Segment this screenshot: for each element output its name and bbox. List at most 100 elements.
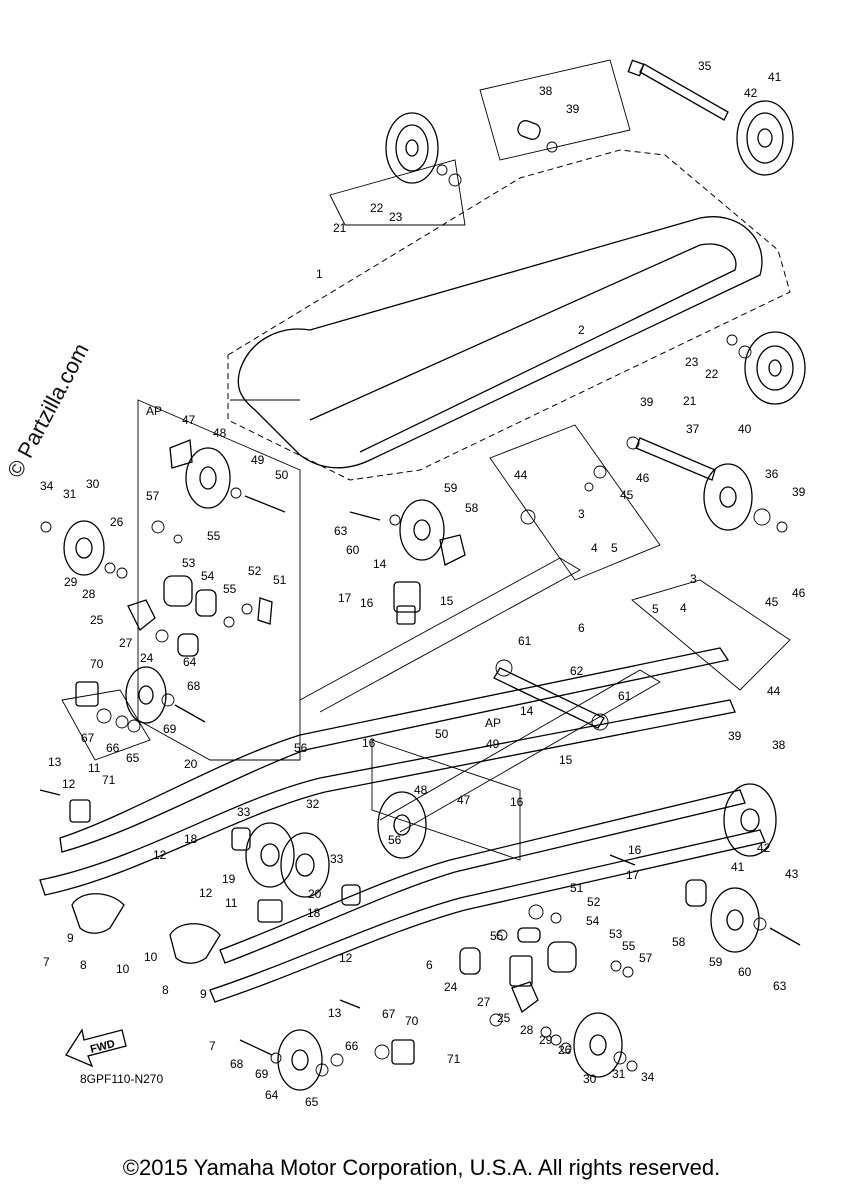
callout-65: 65 bbox=[305, 1095, 319, 1109]
callout-39: 39 bbox=[792, 485, 806, 499]
callout-46: 46 bbox=[636, 471, 650, 485]
callout-12: 12 bbox=[153, 848, 167, 862]
copyright-notice: ©2015 Yamaha Motor Corporation, U.S.A. A… bbox=[122, 1155, 721, 1180]
callout-23: 23 bbox=[389, 210, 403, 224]
cross-shaft bbox=[493, 659, 609, 731]
callout-48: 48 bbox=[414, 783, 428, 797]
callout-27: 27 bbox=[119, 636, 133, 650]
callout-28: 28 bbox=[520, 1023, 534, 1037]
callout-51: 51 bbox=[570, 881, 584, 895]
callout-65: 65 bbox=[126, 751, 140, 765]
callout-11: 11 bbox=[88, 761, 101, 775]
callout-20: 20 bbox=[184, 757, 198, 771]
callout-18: 18 bbox=[184, 832, 198, 846]
upper-idler-wheels bbox=[63, 100, 806, 576]
callout-60: 60 bbox=[738, 965, 752, 979]
callout-71: 71 bbox=[102, 773, 116, 787]
callout-37: 37 bbox=[686, 422, 700, 436]
callout-48: 48 bbox=[213, 426, 227, 440]
callout-60: 60 bbox=[346, 543, 360, 557]
callout-17: 17 bbox=[626, 868, 640, 882]
callout-58: 58 bbox=[672, 935, 686, 949]
callout-13: 13 bbox=[328, 1006, 342, 1020]
callout-7: 7 bbox=[209, 1039, 216, 1053]
callout-56: 56 bbox=[294, 741, 308, 755]
callout-20: 20 bbox=[308, 887, 322, 901]
callout-17: 17 bbox=[338, 591, 352, 605]
callout-7: 7 bbox=[43, 955, 50, 969]
callout-21: 21 bbox=[683, 394, 697, 408]
callout-18: 18 bbox=[307, 906, 321, 920]
callout-66: 66 bbox=[106, 741, 120, 755]
callout-33: 33 bbox=[330, 852, 344, 866]
diagram-code: 8GPF110-N270 bbox=[80, 1072, 164, 1086]
callout-66: 66 bbox=[345, 1039, 359, 1053]
callout-29: 29 bbox=[64, 575, 78, 589]
callout-44: 44 bbox=[514, 468, 528, 482]
callout-6: 6 bbox=[426, 958, 433, 972]
callout-12: 12 bbox=[199, 886, 213, 900]
callout-10: 10 bbox=[144, 950, 158, 964]
callout-11: 11 bbox=[225, 896, 238, 910]
callout-35: 35 bbox=[698, 59, 712, 73]
callout-42: 42 bbox=[744, 86, 758, 100]
callout-31: 31 bbox=[612, 1067, 626, 1081]
callout-34: 34 bbox=[641, 1070, 655, 1084]
callout-5: 5 bbox=[611, 541, 618, 555]
callout-5: 5 bbox=[652, 602, 659, 616]
callout-55: 55 bbox=[223, 582, 237, 596]
callout-9: 9 bbox=[67, 931, 74, 945]
bogie-wheels bbox=[245, 783, 777, 1091]
callout-12: 12 bbox=[339, 951, 353, 965]
callout-16: 16 bbox=[628, 843, 642, 857]
callout-52: 52 bbox=[587, 895, 601, 909]
callout-38: 38 bbox=[772, 738, 786, 752]
callout-25: 25 bbox=[497, 1011, 511, 1025]
callout-68: 68 bbox=[187, 679, 201, 693]
callout-15: 15 bbox=[559, 753, 573, 767]
callout-69: 69 bbox=[255, 1067, 269, 1081]
callout-50: 50 bbox=[435, 727, 449, 741]
callout-69: 69 bbox=[163, 722, 177, 736]
callout-12: 12 bbox=[62, 777, 76, 791]
callout-22: 22 bbox=[705, 367, 719, 381]
callout-15: 15 bbox=[440, 594, 454, 608]
callout-33: 33 bbox=[237, 805, 251, 819]
fwd-arrow: FWD bbox=[65, 1028, 127, 1068]
callout-67: 67 bbox=[81, 731, 95, 745]
callout-9: 9 bbox=[200, 987, 207, 1001]
callout-16: 16 bbox=[510, 795, 524, 809]
callout-8: 8 bbox=[162, 983, 169, 997]
callout-71: 71 bbox=[447, 1052, 461, 1066]
callout-46: 46 bbox=[792, 586, 806, 600]
callout-39: 39 bbox=[566, 102, 580, 116]
callout-23: 23 bbox=[685, 355, 699, 369]
callout-39: 39 bbox=[728, 729, 742, 743]
callout-24: 24 bbox=[140, 651, 154, 665]
callout-54: 54 bbox=[201, 569, 215, 583]
callout-24: 24 bbox=[444, 980, 458, 994]
callout-49: 49 bbox=[486, 737, 500, 751]
callout-54: 54 bbox=[586, 914, 600, 928]
callout-55: 55 bbox=[622, 939, 636, 953]
callout-16: 16 bbox=[360, 596, 374, 610]
callout-41: 41 bbox=[731, 860, 745, 874]
callout-29: 29 bbox=[539, 1033, 553, 1047]
callout-55: 55 bbox=[490, 929, 504, 943]
callout-30: 30 bbox=[583, 1072, 597, 1086]
callout-38: 38 bbox=[539, 84, 553, 98]
callout-3: 3 bbox=[690, 572, 697, 586]
callout-49: 49 bbox=[251, 453, 265, 467]
callout-59: 59 bbox=[709, 955, 723, 969]
callout-34: 34 bbox=[40, 479, 54, 493]
callout-19: 19 bbox=[222, 872, 236, 886]
callout-45: 45 bbox=[620, 488, 634, 502]
lower-small-parts bbox=[39, 789, 801, 1077]
callout-53: 53 bbox=[609, 927, 623, 941]
callout-61: 61 bbox=[618, 689, 632, 703]
callout-64: 64 bbox=[265, 1088, 279, 1102]
callout-57: 57 bbox=[146, 489, 160, 503]
callout-28: 28 bbox=[82, 587, 96, 601]
callout-52: 52 bbox=[248, 564, 262, 578]
